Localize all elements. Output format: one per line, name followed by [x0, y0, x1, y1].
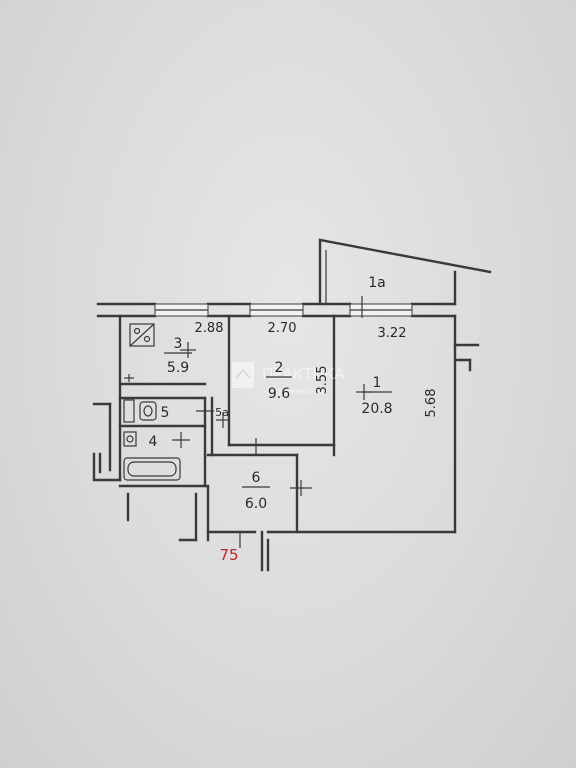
dimension-labels: 2.88 2.70 3.22 3.55 5.68 [195, 321, 439, 417]
marker-label: 75 [219, 546, 238, 564]
room-2-area: 9.6 [268, 386, 290, 402]
dimension-room2-depth: 3.55 [315, 366, 330, 395]
door-markers [124, 342, 372, 548]
bathtub-icon [123, 457, 181, 481]
room-3-number: 3 [174, 336, 183, 352]
dimension-room2-width: 2.70 [268, 321, 297, 336]
room-labels: 1 20.8 1а 2 9.6 3 5.9 4 5 5а 6 6.0 [149, 275, 393, 512]
room-5a-number: 5а [215, 406, 229, 419]
room-2-number: 2 [275, 360, 284, 376]
balcony-outline [318, 238, 492, 318]
dimension-room1-width: 3.22 [378, 326, 407, 341]
room-4-number: 4 [149, 434, 158, 450]
interior-walls [118, 314, 336, 534]
watermark-subtitle: НЕДВИЖИМОСТИ [263, 388, 327, 396]
room-1a-number: 1а [368, 275, 386, 291]
sink-icon [123, 431, 137, 447]
room-6-number: 6 [252, 470, 261, 486]
ventilation-shaft-icon [129, 323, 155, 347]
room-5-number: 5 [161, 405, 170, 421]
toilet-icon [123, 399, 157, 423]
windows [154, 303, 413, 317]
dimension-room1-depth: 5.68 [424, 389, 439, 418]
dimension-room3-width: 2.88 [195, 321, 224, 336]
outer-walls [92, 302, 480, 572]
watermark-house-icon [232, 362, 254, 388]
watermark-title: ПРАКТИКА [262, 365, 345, 383]
room-1-area: 20.8 [361, 401, 392, 417]
room-6-area: 6.0 [245, 496, 267, 512]
room-3-area: 5.9 [167, 360, 189, 376]
watermark: ПРАКТИКА НЕДВИЖИМОСТИ [232, 362, 345, 396]
room-1-number: 1 [373, 375, 382, 391]
